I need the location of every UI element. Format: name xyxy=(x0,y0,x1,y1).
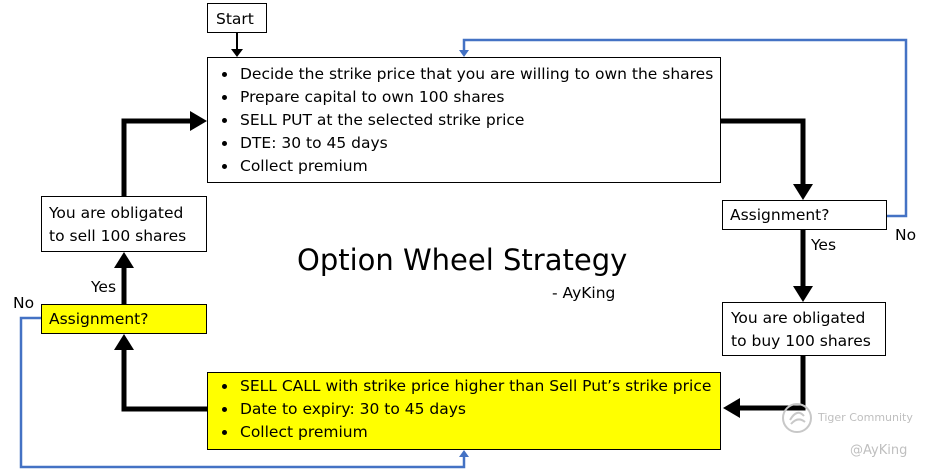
sell-put-step: Prepare capital to own 100 shares xyxy=(238,86,720,109)
sell-put-step: DTE: 30 to 45 days xyxy=(238,132,720,155)
obligated-sell-line: to sell 100 shares xyxy=(49,227,187,245)
watermark-brand: Tiger Community xyxy=(818,411,913,424)
author-credit: - AyKing xyxy=(552,284,616,302)
sell-put-step: SELL PUT at the selected strike price xyxy=(238,109,720,132)
sell-call-step: SELL CALL with strike price higher than … xyxy=(238,375,720,398)
obligated-buy-box: You are obligated to buy 100 shares xyxy=(722,302,886,356)
arrowhead-no-left xyxy=(459,450,469,457)
arrowhead-bottom-to-assignment xyxy=(114,334,134,350)
sell-call-step: Collect premium xyxy=(238,421,720,444)
no-loop-left xyxy=(19,316,466,469)
assignment-put-box: Assignment? xyxy=(722,200,887,230)
diagram-title: Option Wheel Strategy xyxy=(297,243,628,277)
sell-call-box: SELL CALL with strike price higher than … xyxy=(207,372,721,450)
sell-put-step: Decide the strike price that you are wil… xyxy=(238,63,720,86)
arrow-top-to-assignment xyxy=(721,118,806,186)
arrowhead-assign-yes xyxy=(793,286,813,302)
yes-label-left: Yes xyxy=(91,278,117,296)
sell-call-step: Date to expiry: 30 to 45 days xyxy=(238,398,720,421)
arrow-buy-to-bottom xyxy=(738,356,806,411)
obligated-sell-line: You are obligated xyxy=(49,204,184,222)
arrowhead-start xyxy=(231,49,243,57)
assignment-call-label: Assignment? xyxy=(49,310,149,328)
assignment-call-box: Assignment? xyxy=(41,304,207,334)
yes-label-right: Yes xyxy=(811,236,837,254)
start-label: Start xyxy=(216,10,254,28)
watermark-handle: @AyKing xyxy=(850,443,908,458)
sell-put-step: Collect premium xyxy=(238,155,720,178)
start-box: Start xyxy=(207,3,267,33)
arrowhead-assign-left-yes xyxy=(114,252,134,268)
sell-call-steps: SELL CALL with strike price higher than … xyxy=(208,375,720,444)
no-label-left: No xyxy=(13,294,35,312)
obligated-buy-line: You are obligated xyxy=(731,309,866,327)
arrowhead-sell-to-top xyxy=(190,111,207,131)
assignment-put-label: Assignment? xyxy=(730,206,830,224)
arrowhead-buy-to-bottom xyxy=(723,398,740,418)
no-label-right: No xyxy=(895,226,917,244)
sell-put-steps: Decide the strike price that you are wil… xyxy=(208,63,720,178)
obligated-sell-box: You are obligated to sell 100 shares xyxy=(41,196,207,252)
tiger-logo-icon xyxy=(782,403,812,433)
obligated-buy-line: to buy 100 shares xyxy=(731,332,871,350)
sell-put-box: Decide the strike price that you are wil… xyxy=(207,57,721,183)
no-loop-right xyxy=(462,38,908,218)
arrowhead-top-to-assignment xyxy=(793,184,813,200)
arrow-sell-to-top xyxy=(121,118,192,196)
arrow-bottom-to-assignment xyxy=(121,348,207,412)
arrowhead-no-right xyxy=(459,50,469,57)
